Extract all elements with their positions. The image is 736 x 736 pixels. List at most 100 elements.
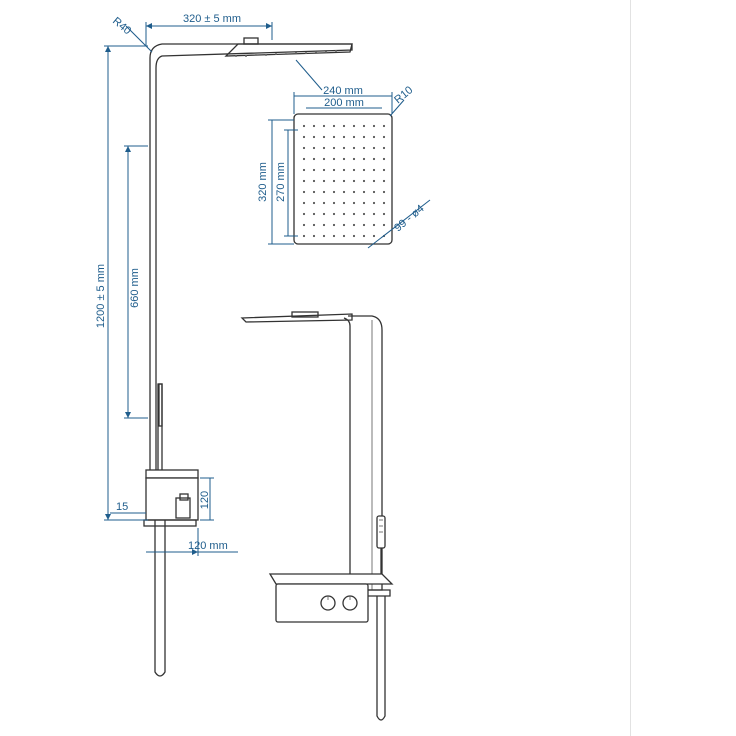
plate-nozzle xyxy=(382,157,386,161)
plate-nozzle xyxy=(312,212,316,216)
plate-top-view: 240 mm 200 mm R10 320 mm 270 mm 99 - ø4 xyxy=(257,84,431,249)
plate-nozzle xyxy=(362,157,366,161)
plate-nozzle xyxy=(332,179,336,183)
plate-nozzle xyxy=(352,179,356,183)
plate-nozzle xyxy=(322,135,326,139)
plate-nozzle xyxy=(342,124,346,128)
plate-nozzle xyxy=(372,146,376,150)
plate-nozzle xyxy=(342,146,346,150)
plate-nozzle xyxy=(312,234,316,238)
side-head-nozzles xyxy=(235,50,337,57)
plate-nozzle xyxy=(332,223,336,227)
plate-nozzle xyxy=(342,179,346,183)
plate-nozzle xyxy=(362,223,366,227)
dim-nozzles: 99 - ø4 xyxy=(392,203,426,235)
dim-slide-bar: 660 mm xyxy=(129,268,141,308)
dim-plate-radius: R10 xyxy=(392,84,415,106)
plate-nozzle xyxy=(312,201,316,205)
plate-nozzle xyxy=(352,201,356,205)
plate-nozzle xyxy=(332,234,336,238)
plate-nozzle xyxy=(362,135,366,139)
plate-outline xyxy=(293,113,393,245)
plate-nozzle xyxy=(382,124,386,128)
plate-nozzle xyxy=(322,223,326,227)
page-edge-divider xyxy=(630,0,631,736)
plate-nozzle xyxy=(312,168,316,172)
plate-nozzle xyxy=(302,157,306,161)
plate-nozzle xyxy=(322,179,326,183)
plate-nozzle xyxy=(302,168,306,172)
plate-nozzle xyxy=(352,135,356,139)
plate-nozzle xyxy=(382,146,386,150)
plate-nozzle xyxy=(362,201,366,205)
plate-nozzle xyxy=(322,146,326,150)
front-shelf xyxy=(268,573,394,585)
plate-nozzle xyxy=(332,190,336,194)
plate-nozzle xyxy=(352,234,356,238)
dim-total-height: 1200 ± 5 mm xyxy=(95,264,107,328)
dim-head-width: 320 ± 5 mm xyxy=(183,13,241,25)
plate-nozzle xyxy=(362,212,366,216)
plate-nozzle xyxy=(352,223,356,227)
plate-nozzle xyxy=(362,179,366,183)
plate-nozzle xyxy=(342,212,346,216)
dim-mixer-width: 120 mm xyxy=(188,540,228,552)
dim-plate-width-outer: 240 mm xyxy=(323,85,363,97)
plate-nozzle xyxy=(382,190,386,194)
plate-nozzle xyxy=(302,179,306,183)
plate-nozzle xyxy=(352,212,356,216)
side-rain-head xyxy=(224,43,353,57)
side-hose xyxy=(154,520,166,677)
plate-nozzle xyxy=(382,179,386,183)
plate-nozzle xyxy=(332,201,336,205)
plate-nozzle xyxy=(322,168,326,172)
dim-plate-height-inner: 270 mm xyxy=(275,162,287,202)
plate-nozzle xyxy=(372,157,376,161)
plate-nozzle xyxy=(332,212,336,216)
front-rain-head xyxy=(240,313,353,323)
plate-nozzle xyxy=(352,190,356,194)
plate-nozzle xyxy=(382,135,386,139)
plate-nozzle xyxy=(382,201,386,205)
plate-nozzle xyxy=(382,168,386,172)
plate-nozzle-grid xyxy=(302,124,386,238)
plate-nozzle xyxy=(362,168,366,172)
plate-nozzle xyxy=(302,135,306,139)
side-head-connector xyxy=(243,37,259,45)
dim-offset: 15 xyxy=(116,501,128,513)
plate-nozzle xyxy=(372,135,376,139)
plate-nozzle xyxy=(302,234,306,238)
plate-nozzle xyxy=(302,223,306,227)
plate-nozzle xyxy=(372,212,376,216)
front-hose xyxy=(376,596,386,721)
plate-nozzle xyxy=(352,146,356,150)
plate-nozzle xyxy=(302,124,306,128)
plate-nozzle xyxy=(342,135,346,139)
plate-nozzle xyxy=(332,168,336,172)
plate-nozzle xyxy=(352,168,356,172)
plate-nozzle xyxy=(362,234,366,238)
plate-nozzle xyxy=(302,190,306,194)
side-column xyxy=(149,43,353,478)
front-column xyxy=(343,315,383,591)
plate-nozzle xyxy=(302,212,306,216)
plate-nozzle xyxy=(372,168,376,172)
side-mixer-handle xyxy=(175,497,191,519)
plate-nozzle xyxy=(312,146,316,150)
front-head-connector xyxy=(291,311,319,318)
plate-nozzle xyxy=(322,190,326,194)
plate-nozzle xyxy=(372,124,376,128)
plate-nozzle xyxy=(332,157,336,161)
plate-nozzle xyxy=(382,223,386,227)
plate-nozzle xyxy=(322,124,326,128)
plate-nozzle xyxy=(362,146,366,150)
side-shelf xyxy=(145,469,199,479)
plate-nozzle xyxy=(382,212,386,216)
dim-mixer-height: 120 xyxy=(199,491,211,509)
front-view xyxy=(240,311,394,721)
plate-nozzle xyxy=(372,179,376,183)
dim-plate-height-outer: 320 mm xyxy=(257,162,269,202)
plate-nozzle xyxy=(372,190,376,194)
plate-nozzle xyxy=(332,146,336,150)
